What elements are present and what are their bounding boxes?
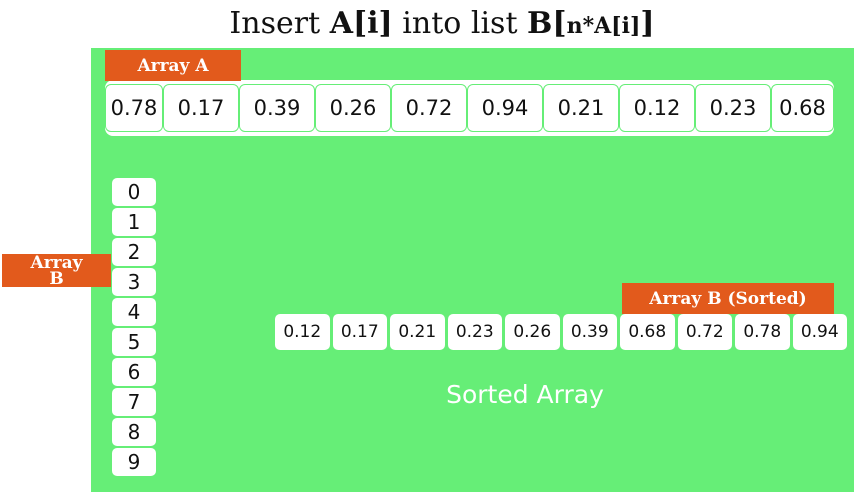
- sorted-cell: 0.12: [275, 314, 330, 350]
- array-a-cell: 0.12: [619, 84, 695, 132]
- array-b-label-line1: Array: [30, 254, 83, 273]
- sorted-cell: 0.39: [562, 314, 617, 350]
- array-b-column: 0 1 2 3 4 5 6 7 8 9: [112, 178, 156, 478]
- array-b-label: Array B: [2, 254, 111, 287]
- array-b-index: 0: [112, 178, 156, 206]
- sorted-cell: 0.17: [332, 314, 387, 350]
- array-b-index: 5: [112, 328, 156, 356]
- title-n-star: n*: [566, 13, 595, 39]
- array-a-cell: 0.23: [695, 84, 771, 132]
- sorted-cell: 0.23: [447, 314, 502, 350]
- array-a-label: Array A: [105, 50, 241, 81]
- array-b-sorted-label: Array B (Sorted): [622, 283, 834, 314]
- array-b-index: 7: [112, 388, 156, 416]
- title-b-open: B[: [527, 6, 567, 41]
- array-b-label-line2: B: [49, 268, 64, 287]
- page-title: Insert A[i] into list B[n*A[i]]: [12, 6, 860, 41]
- array-b-index: 3: [112, 268, 156, 296]
- array-a-row: 0.78 0.17 0.39 0.26 0.72 0.94 0.21 0.12 …: [105, 80, 834, 136]
- array-a-cell: 0.21: [543, 84, 619, 132]
- sorted-cell: 0.94: [792, 314, 847, 350]
- array-a-cell: 0.78: [105, 84, 163, 132]
- array-a-cell: 0.68: [771, 84, 834, 132]
- sorted-cell: 0.68: [620, 314, 675, 350]
- array-a-cell: 0.17: [163, 84, 239, 132]
- array-b-index: 4: [112, 298, 156, 326]
- array-a-cell: 0.72: [391, 84, 467, 132]
- sorted-array-caption: Sorted Array: [446, 380, 604, 409]
- title-text-prefix: Insert: [229, 6, 330, 41]
- sorted-cell: 0.26: [505, 314, 560, 350]
- array-a-cell: 0.94: [467, 84, 543, 132]
- array-a-cell: 0.26: [315, 84, 391, 132]
- title-text-middle: into list: [392, 6, 528, 41]
- array-b-index: 2: [112, 238, 156, 266]
- array-a-cell: 0.39: [239, 84, 315, 132]
- array-b-index: 6: [112, 358, 156, 386]
- title-a-i: A[i]: [329, 6, 393, 41]
- title-a-i-small: A[i]: [594, 13, 641, 39]
- title-b-close: ]: [640, 6, 655, 41]
- sorted-cell: 0.21: [390, 314, 445, 350]
- sorted-cell: 0.72: [677, 314, 732, 350]
- array-b-index: 1: [112, 208, 156, 236]
- array-b-index: 9: [112, 448, 156, 476]
- sorted-row: 0.12 0.17 0.21 0.23 0.26 0.39 0.68 0.72 …: [275, 314, 847, 352]
- sorted-cell: 0.78: [735, 314, 790, 350]
- array-b-index: 8: [112, 418, 156, 446]
